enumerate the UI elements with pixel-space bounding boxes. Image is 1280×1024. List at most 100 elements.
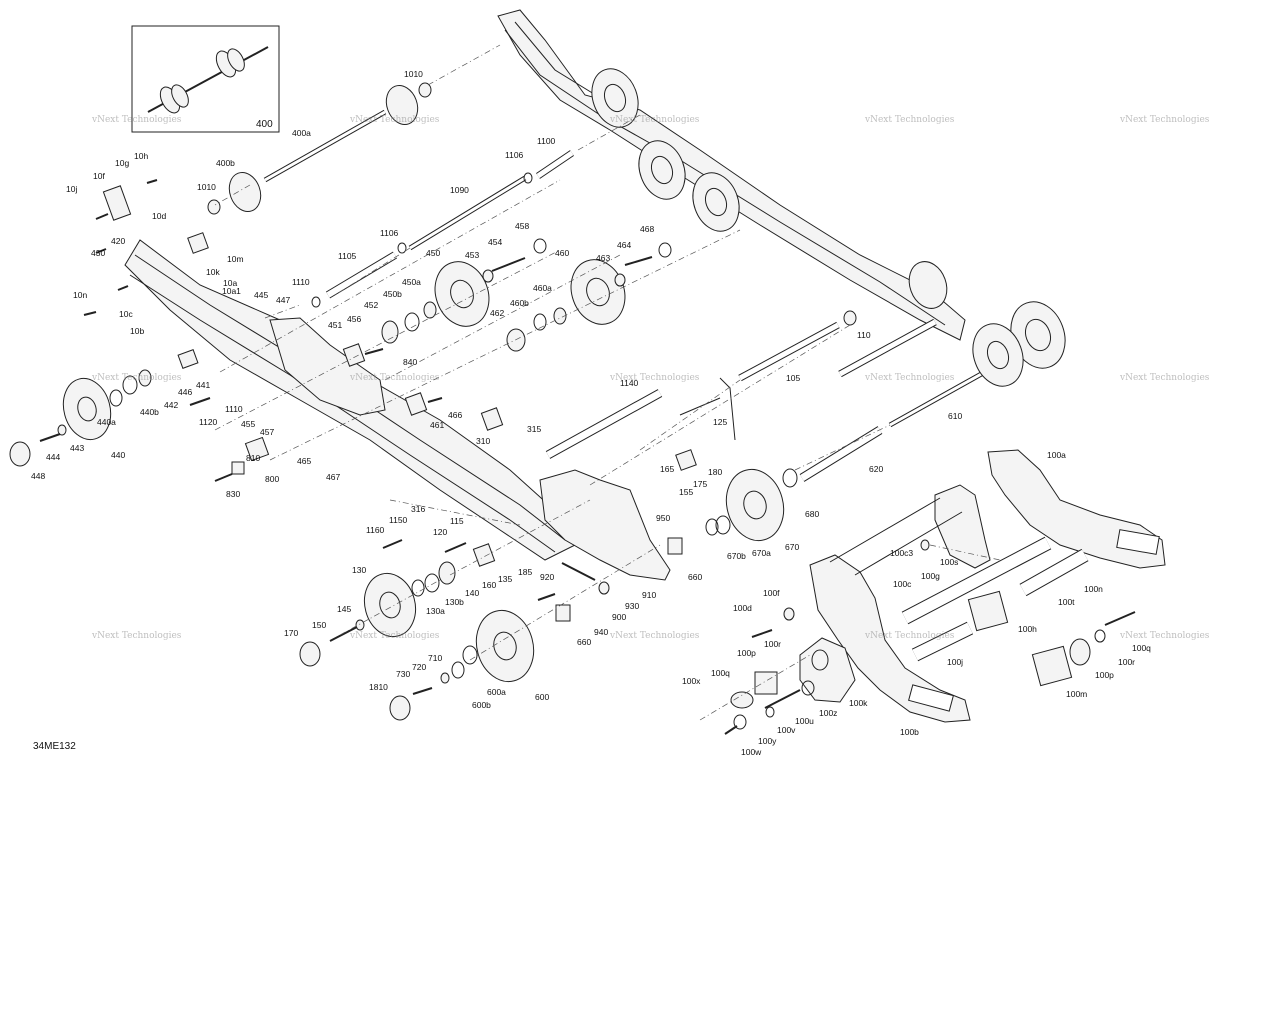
part-callout: 1110 [292, 277, 310, 287]
part-callout: 810 [246, 453, 260, 463]
watermarks: vNext Technologies vNext Technologies vN… [91, 115, 1210, 641]
part-callout: 463 [596, 253, 610, 263]
part-callout: 10f [93, 171, 105, 181]
part-callout: 440 [111, 450, 125, 460]
part-callout: 910 [642, 590, 656, 600]
part-callout: 160 [482, 580, 496, 590]
part-callout: 100s [940, 557, 958, 567]
part-callout: 440b [140, 407, 159, 417]
part-callout: 130 [352, 565, 366, 575]
part-callout: 130b [445, 597, 464, 607]
part-callout: 400a [292, 128, 311, 138]
part-callout: 185 [518, 567, 532, 577]
part-callout: 447 [276, 295, 290, 305]
part-callout: 1090 [450, 185, 469, 195]
watermark: vNext Technologies [1119, 373, 1210, 383]
part-callout: 800 [265, 474, 279, 484]
part-callout: 115 [450, 516, 464, 526]
part-callout: 466 [448, 410, 462, 420]
part-callout: 125 [713, 417, 727, 427]
part-callout: 460 [555, 248, 569, 258]
part-callout: 100q [711, 668, 730, 678]
part-callout: 10n [73, 290, 87, 300]
part-callout: 448 [31, 471, 45, 481]
part-callout: 441 [196, 380, 210, 390]
part-callout: 100j [947, 657, 963, 667]
part-callout: 100u [795, 716, 814, 726]
part-callout: 10m [227, 254, 244, 264]
part-callout: 10d [152, 211, 166, 221]
part-callout: 600 [535, 692, 549, 702]
part-callout: 1106 [505, 150, 524, 160]
part-callout: 1105 [338, 251, 357, 261]
part-callout: 458 [515, 221, 529, 231]
part-callout: 1110 [225, 404, 243, 414]
part-callout: 1810 [369, 682, 388, 692]
part-callout: 670 [785, 542, 799, 552]
part-callout: 100g [921, 571, 940, 581]
part-callout: 1010 [197, 182, 216, 192]
part-callout: 900 [612, 612, 626, 622]
callout-labels: 400a400b10101010110011061106109011051110… [31, 69, 1151, 757]
part-callout: 175 [693, 479, 707, 489]
part-callout: 100c3 [890, 548, 913, 558]
watermark: vNext Technologies [1119, 115, 1210, 125]
inset-box: 400 [131, 25, 280, 133]
part-callout: 180 [708, 467, 722, 477]
part-callout: 450b [383, 289, 402, 299]
inset-label: 400 [256, 119, 273, 130]
part-callout: 1160 [366, 525, 385, 535]
part-callout: 130a [426, 606, 445, 616]
part-callout: 100r [1118, 657, 1135, 667]
part-callout: 720 [412, 662, 426, 672]
part-callout: 100r [764, 639, 781, 649]
watermark: vNext Technologies [1119, 631, 1210, 641]
part-callout: 316 [411, 504, 425, 514]
part-callout: 468 [640, 224, 654, 234]
watermark: vNext Technologies [91, 631, 182, 641]
part-callout: 454 [488, 237, 502, 247]
part-callout: 461 [430, 420, 444, 430]
part-callout: 600b [472, 700, 491, 710]
part-callout: 660 [688, 572, 702, 582]
part-callout: 450 [426, 248, 440, 258]
shafts [263, 109, 1012, 482]
part-callout: 600a [487, 687, 506, 697]
small-parts [39, 82, 857, 735]
part-callout: 100b [900, 727, 919, 737]
part-callout: 100y [758, 736, 777, 746]
part-callout: 100k [849, 698, 868, 708]
part-callout: 730 [396, 669, 410, 679]
part-callout: 443 [70, 443, 84, 453]
part-callout: 100f [763, 588, 780, 598]
watermark: vNext Technologies [864, 115, 955, 125]
part-callout: 165 [660, 464, 674, 474]
part-callout: 100v [777, 725, 796, 735]
part-callout: 920 [540, 572, 554, 582]
part-callout: 464 [617, 240, 631, 250]
part-callout: 460b [510, 298, 529, 308]
part-callout: 10a1 [222, 286, 241, 296]
part-callout: 446 [178, 387, 192, 397]
part-callout: 620 [869, 464, 883, 474]
part-callout: 457 [260, 427, 274, 437]
part-callout: 1010 [404, 69, 423, 79]
part-callout: 100t [1058, 597, 1075, 607]
watermark: vNext Technologies [91, 115, 182, 125]
watermark: vNext Technologies [609, 373, 700, 383]
part-callout: 455 [241, 419, 255, 429]
watermark: vNext Technologies [609, 115, 700, 125]
part-callout: 10h [134, 151, 148, 161]
part-callout: 1150 [389, 515, 408, 525]
watermark: vNext Technologies [349, 373, 440, 383]
part-callout: 315 [527, 424, 541, 434]
part-callout: 442 [164, 400, 178, 410]
part-callout: 100z [819, 708, 837, 718]
part-callout: 660 [577, 637, 591, 647]
part-callout: 100w [741, 747, 762, 757]
part-callout: 10b [130, 326, 144, 336]
part-callout: 310 [476, 436, 490, 446]
part-callout: 680 [805, 509, 819, 519]
part-callout: 120 [433, 527, 447, 537]
